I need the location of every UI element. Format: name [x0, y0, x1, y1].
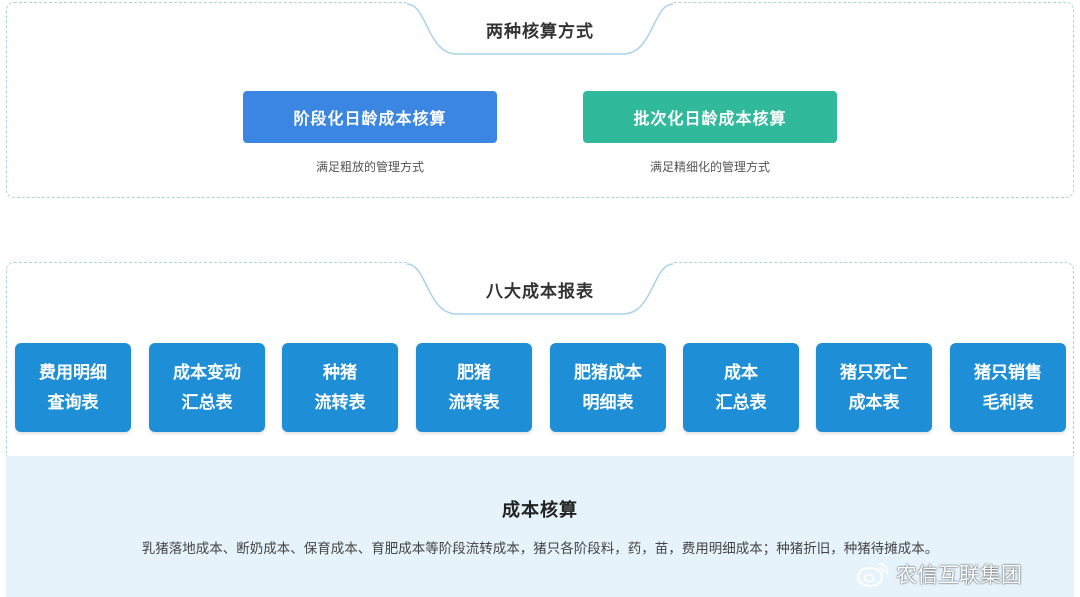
- report-line1: 肥猪成本: [574, 362, 642, 383]
- report-line1: 猪只死亡: [840, 362, 908, 383]
- report-breeder-flow[interactable]: 种猪 流转表: [282, 343, 398, 432]
- report-cost-summary[interactable]: 成本 汇总表: [683, 343, 799, 432]
- cost-reports-tab: 八大成本报表: [405, 260, 675, 320]
- report-finisher-cost-detail[interactable]: 肥猪成本 明细表: [550, 343, 666, 432]
- report-line2: 汇总表: [715, 392, 767, 413]
- cost-reports-title: 八大成本报表: [486, 282, 594, 302]
- report-line2: 汇总表: [181, 392, 233, 413]
- report-line2: 毛利表: [982, 392, 1034, 413]
- weibo-logo-icon: [857, 563, 889, 587]
- report-line1: 成本变动: [173, 362, 241, 383]
- cost-accounting-band: [6, 456, 1074, 597]
- report-line2: 明细表: [582, 392, 634, 413]
- accounting-methods-tab: 两种核算方式: [405, 0, 675, 60]
- tab-shape: [406, 0, 674, 55]
- report-cost-change[interactable]: 成本变动 汇总表: [149, 343, 265, 432]
- report-pig-sales-margin[interactable]: 猪只销售 毛利表: [950, 343, 1066, 432]
- cost-accounting-title: 成本核算: [502, 500, 578, 521]
- report-line2: 查询表: [47, 392, 99, 413]
- report-line1: 肥猪: [457, 362, 491, 383]
- report-line1: 费用明细: [39, 362, 107, 383]
- report-pig-death-cost[interactable]: 猪只死亡 成本表: [816, 343, 932, 432]
- report-line1: 成本: [724, 362, 758, 383]
- stage-age-costing-button[interactable]: 阶段化日龄成本核算: [243, 91, 497, 143]
- tab-shape: [406, 260, 674, 315]
- accounting-methods-title: 两种核算方式: [486, 22, 594, 42]
- report-line2: 流转表: [448, 392, 500, 413]
- batch-age-costing-description: 满足精细化的管理方式: [649, 160, 770, 174]
- watermark-text: 农信互联集团: [896, 563, 1022, 587]
- report-line1: 种猪: [323, 362, 357, 383]
- watermark: 农信互联集团: [856, 559, 1022, 589]
- report-finisher-flow[interactable]: 肥猪 流转表: [416, 343, 532, 432]
- report-line2: 流转表: [314, 392, 366, 413]
- cost-accounting-description: 乳猪落地成本、断奶成本、保育成本、育肥成本等阶段流转成本，猪只各阶段料，药，苗，…: [141, 541, 939, 557]
- stage-age-costing-description: 满足粗放的管理方式: [315, 160, 424, 174]
- report-line1: 猪只销售: [974, 362, 1042, 383]
- batch-age-costing-button[interactable]: 批次化日龄成本核算: [583, 91, 837, 143]
- report-line2: 成本表: [848, 392, 900, 413]
- report-expense-detail[interactable]: 费用明细 查询表: [15, 343, 131, 432]
